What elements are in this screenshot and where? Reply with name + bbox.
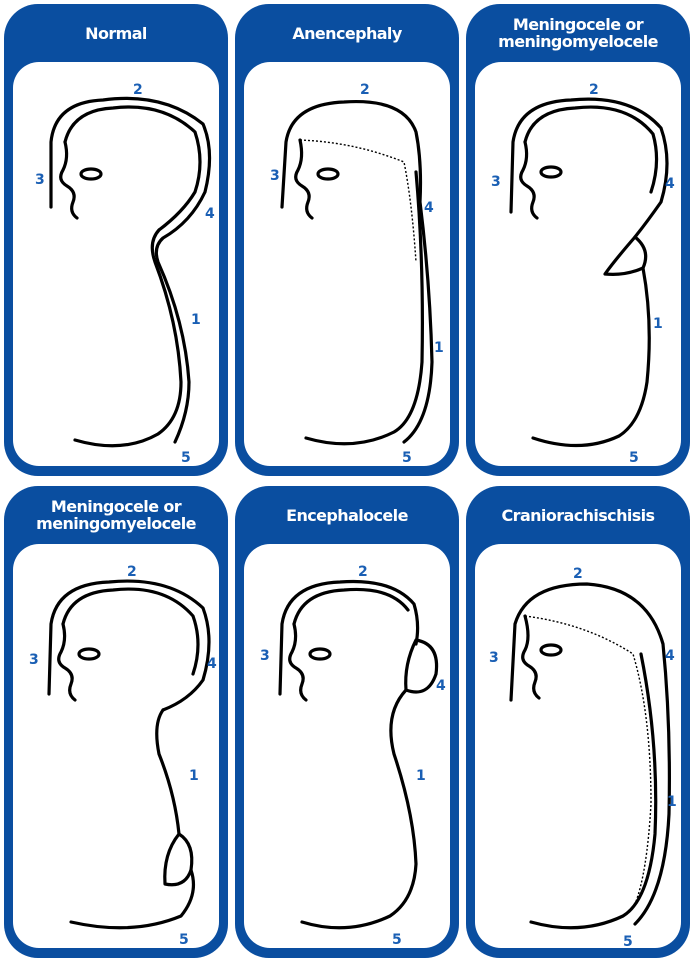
label-3: 3 (489, 650, 499, 666)
label-5: 5 (402, 450, 412, 466)
eye-icon (79, 649, 99, 659)
label-4: 4 (205, 206, 215, 222)
body-curve (302, 690, 416, 928)
panel-body: 2 3 4 1 5 (475, 62, 681, 466)
panel-craniorachischisis: Craniorachischisis 2 3 4 1 5 (466, 486, 690, 958)
face-profile (296, 140, 312, 218)
embryo-diagram: 2 3 4 1 5 (13, 62, 219, 466)
face-profile (290, 624, 306, 700)
panel-body: 2 3 4 1 5 (13, 62, 219, 466)
panel-title: Anencephaly (235, 4, 459, 62)
spine-line (294, 589, 408, 624)
panel-title: Meningocele or meningomyelocele (4, 486, 228, 544)
label-3: 3 (35, 172, 45, 188)
label-1: 1 (653, 316, 663, 332)
head-outline (511, 584, 669, 924)
label-4: 4 (665, 648, 675, 664)
sac-protrusion (605, 237, 646, 274)
label-5: 5 (392, 932, 402, 948)
body-curve (75, 230, 181, 446)
label-1: 1 (434, 340, 444, 356)
panel-title: Normal (4, 4, 228, 62)
label-3: 3 (491, 174, 501, 190)
panel-body: 2 3 4 1 5 (13, 544, 219, 948)
exposed-neural-tissue (525, 616, 651, 904)
exposed-neural-tissue (300, 140, 416, 262)
eye-icon (541, 645, 561, 655)
encephalocele-sac (406, 640, 437, 692)
panel-encephalocele: Encephalocele 2 3 4 1 5 (235, 486, 459, 958)
label-4: 4 (207, 656, 217, 672)
face-profile (523, 616, 539, 698)
label-5: 5 (629, 450, 639, 466)
label-1: 1 (667, 794, 677, 810)
body-curve (306, 172, 422, 444)
eye-icon (310, 649, 330, 659)
label-1: 1 (191, 312, 201, 328)
label-5: 5 (181, 450, 191, 466)
label-4: 4 (424, 200, 434, 216)
head-outline (282, 102, 432, 442)
label-4: 4 (436, 678, 446, 694)
embryo-diagram: 2 3 4 1 5 (475, 544, 681, 948)
label-5: 5 (623, 934, 633, 948)
panel-title: Encephalocele (235, 486, 459, 544)
head-outline (51, 98, 210, 442)
panel-body: 2 3 4 1 5 (475, 544, 681, 948)
label-1: 1 (416, 768, 426, 784)
eye-icon (541, 167, 561, 177)
label-2: 2 (358, 564, 368, 580)
label-3: 3 (260, 648, 270, 664)
label-2: 2 (360, 82, 370, 98)
lower-body-curve (71, 870, 193, 928)
embryo-diagram: 2 3 4 1 5 (244, 544, 450, 948)
panel-body: 2 3 4 1 5 (244, 544, 450, 948)
label-2: 2 (589, 82, 599, 98)
body-curve (533, 268, 649, 446)
spine-line (525, 107, 657, 192)
face-profile (59, 624, 75, 700)
label-5: 5 (179, 932, 189, 948)
label-4: 4 (665, 176, 675, 192)
panel-normal: Normal 2 3 4 1 5 (4, 4, 228, 476)
label-2: 2 (133, 82, 143, 98)
label-1: 1 (189, 768, 199, 784)
body-curve (531, 654, 656, 928)
eye-icon (318, 169, 338, 179)
body-curve (157, 710, 179, 834)
panel-title: Craniorachischisis (466, 486, 690, 544)
face-profile (521, 142, 537, 218)
head-outline (49, 581, 209, 710)
panel-meningocele-lower: Meningocele or meningomyelocele 2 3 4 1 … (4, 486, 228, 958)
panel-body: 2 3 4 1 5 (244, 62, 450, 466)
label-2: 2 (573, 566, 583, 582)
label-3: 3 (29, 652, 39, 668)
embryo-diagram: 2 3 4 1 5 (244, 62, 450, 466)
panel-anencephaly: Anencephaly 2 3 4 1 5 (235, 4, 459, 476)
panel-meningocele-upper: Meningocele or meningomyelocele 2 3 4 1 … (466, 4, 690, 476)
face-profile (61, 142, 77, 218)
embryo-diagram: 2 3 4 1 5 (475, 62, 681, 466)
eye-icon (81, 169, 101, 179)
sac-protrusion (165, 834, 192, 885)
embryo-diagram: 2 3 4 1 5 (13, 544, 219, 948)
panel-title: Meningocele or meningomyelocele (466, 4, 690, 62)
label-3: 3 (270, 168, 280, 184)
spine-line (63, 589, 198, 674)
label-2: 2 (127, 564, 137, 580)
